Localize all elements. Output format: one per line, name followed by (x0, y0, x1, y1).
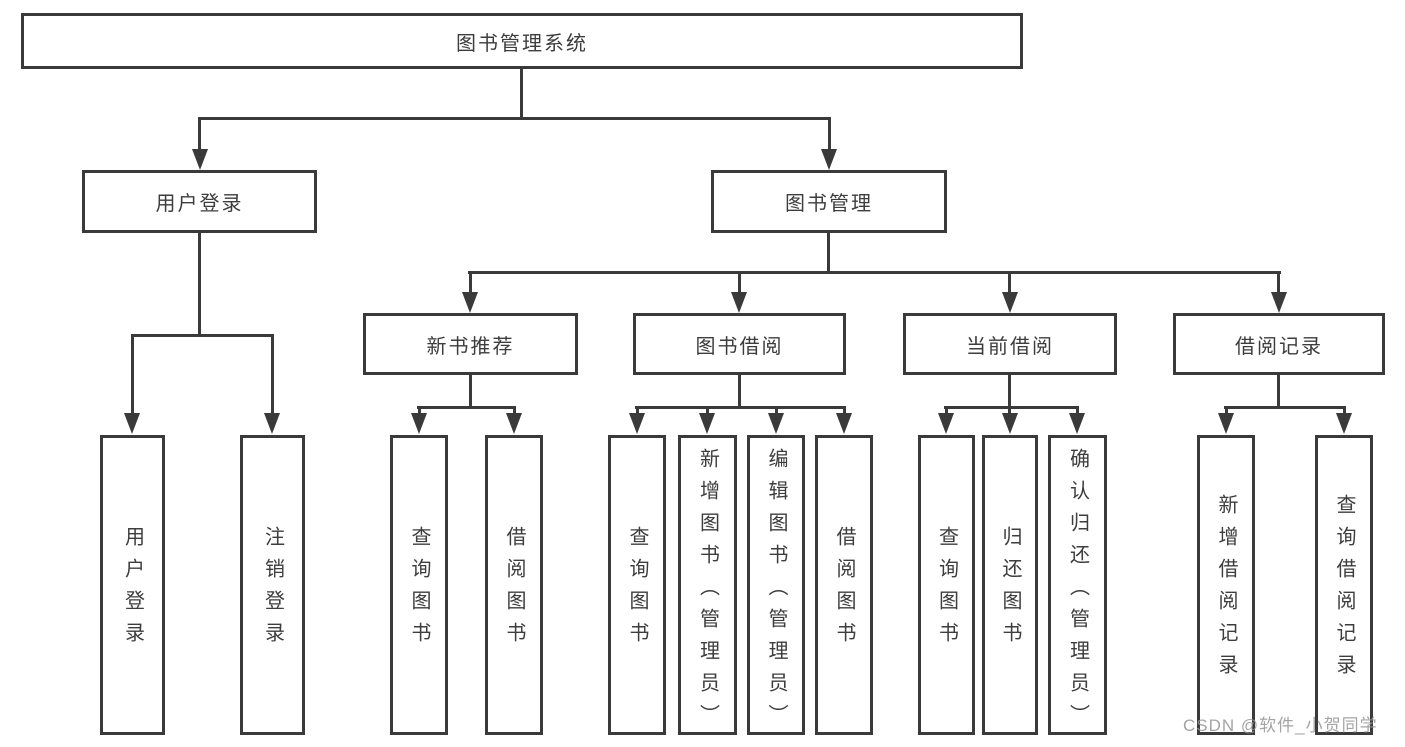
arrow-down-icon (699, 413, 715, 434)
arrow-down-icon (768, 413, 784, 434)
connector-login-vertical (198, 233, 201, 336)
connector-newbook-horizontal (417, 406, 516, 409)
arrow-down-icon (1218, 413, 1234, 434)
arrow-down-icon (1336, 413, 1352, 434)
connector-stub-book-mgmt (828, 117, 831, 151)
connector-stub-new-books (469, 271, 472, 294)
node-user-login: 用户登录 (82, 170, 317, 233)
arrow-down-icon (1002, 413, 1018, 434)
arrow-down-icon (411, 413, 427, 434)
connector-stub (945, 406, 948, 415)
connector-level3-horizontal (468, 271, 1281, 274)
connector-stub-login-leaf (131, 334, 134, 414)
connector-records-vertical (1277, 375, 1280, 408)
connector-mgmt-vertical (827, 233, 830, 272)
connector-stub (636, 406, 639, 415)
arrow-down-icon (1271, 292, 1287, 313)
leaf-return-books: 归还图书 (982, 435, 1038, 735)
arrow-down-icon (731, 292, 747, 313)
connector-stub (1343, 406, 1346, 415)
arrow-down-icon (938, 413, 954, 434)
connector-root-vertical (520, 69, 523, 119)
node-root-library-system: 图书管理系统 (21, 13, 1023, 69)
arrow-down-icon (629, 413, 645, 434)
node-book-borrowing: 图书借阅 (633, 313, 846, 375)
connector-stub (1008, 406, 1011, 415)
connector-stub (706, 406, 709, 415)
connector-stub (1076, 406, 1079, 415)
leaf-confirm-return-admin: 确认归还（管理员） (1048, 435, 1107, 736)
connector-stub (843, 406, 846, 415)
connector-stub-logout-leaf (271, 334, 274, 414)
connector-current-horizontal (944, 406, 1079, 409)
leaf-query-borrow-record: 查询借阅记录 (1315, 435, 1373, 735)
node-book-management: 图书管理 (711, 170, 947, 233)
connector-records-horizontal (1224, 406, 1346, 409)
node-borrow-records: 借阅记录 (1173, 313, 1385, 375)
connector-login-horizontal (131, 334, 274, 337)
csdn-watermark: CSDN @软件_小贺同学 (1183, 716, 1378, 735)
connector-stub (513, 406, 516, 415)
arrow-down-icon (1002, 292, 1018, 313)
arrow-down-icon (506, 413, 522, 434)
arrow-down-icon (264, 413, 280, 434)
arrow-down-icon (821, 149, 837, 170)
arrow-down-icon (124, 413, 140, 434)
leaf-query-books-newbook: 查询图书 (390, 435, 448, 735)
leaf-add-borrow-record: 新增借阅记录 (1197, 435, 1255, 735)
leaf-logout: 注销登录 (240, 435, 305, 735)
connector-borrowing-horizontal (635, 406, 846, 409)
arrow-down-icon (192, 149, 208, 170)
leaf-add-books-admin: 新增图书（管理员） (678, 435, 737, 736)
arrow-down-icon (836, 413, 852, 434)
connector-stub-user-login (198, 117, 201, 151)
connector-stub (418, 406, 421, 415)
leaf-user-login: 用户登录 (100, 435, 165, 735)
arrow-down-icon (462, 292, 478, 313)
connector-current-vertical (1008, 375, 1011, 408)
arrow-down-icon (1069, 413, 1085, 434)
leaf-edit-books-admin: 编辑图书（管理员） (747, 435, 805, 736)
leaf-borrow-books-borrowing: 借阅图书 (815, 435, 873, 735)
connector-stub-current (1008, 271, 1011, 294)
leaf-borrow-books-newbook: 借阅图书 (485, 435, 543, 735)
connector-stub (1225, 406, 1228, 415)
connector-borrowing-vertical (738, 375, 741, 408)
node-new-book-recommend: 新书推荐 (363, 313, 578, 375)
leaf-query-books-current: 查询图书 (918, 435, 975, 735)
connector-newbook-vertical (469, 375, 472, 408)
connector-stub (775, 406, 778, 415)
leaf-query-books-borrowing: 查询图书 (608, 435, 666, 735)
node-current-borrowing: 当前借阅 (903, 313, 1117, 375)
connector-stub-borrowing (738, 271, 741, 294)
connector-stub-records (1277, 271, 1280, 294)
connector-level2-horizontal (198, 117, 831, 120)
